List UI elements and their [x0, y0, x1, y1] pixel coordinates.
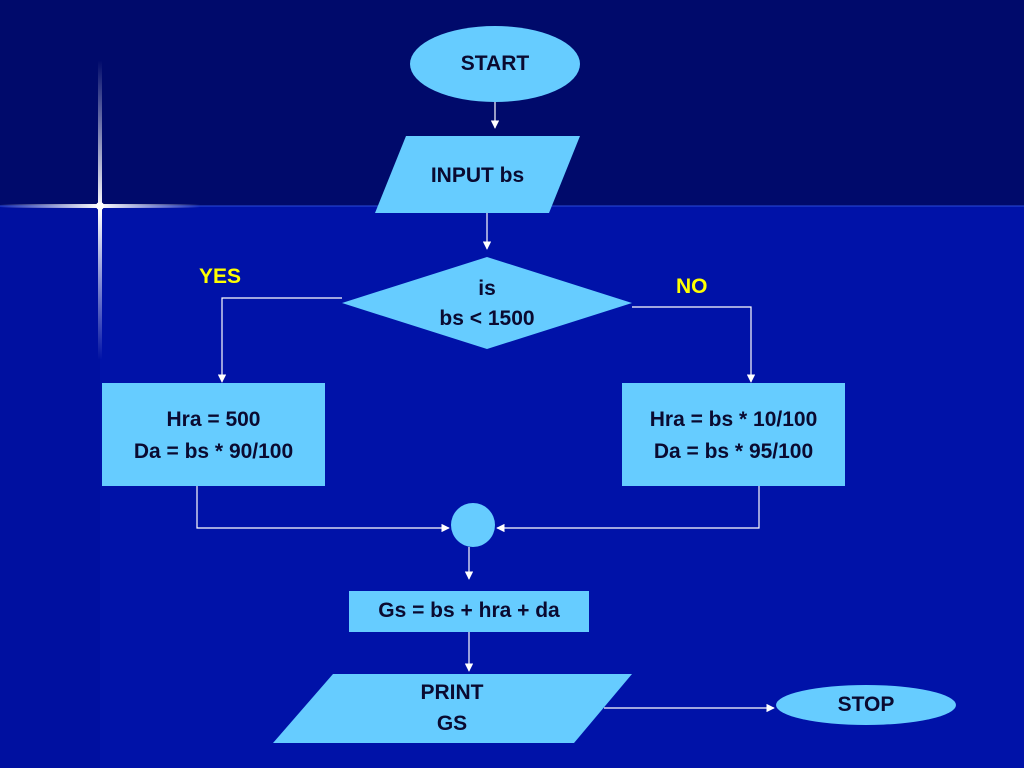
compute-label: Gs = bs + hra + da — [378, 599, 560, 622]
yes-process-box — [102, 383, 325, 486]
no-box-line1: Hra = bs * 10/100 — [649, 408, 818, 431]
input-label: INPUT bs — [430, 164, 525, 187]
print-label-line1: PRINT — [420, 681, 484, 704]
arrow-yes-branch — [217, 297, 342, 383]
start-terminal — [410, 26, 580, 102]
yes-branch-label: YES — [199, 265, 242, 288]
arrow-no-to-connector — [496, 486, 760, 533]
decision-label-line2: bs < 1500 — [439, 307, 535, 330]
no-box-line2: Da = bs * 95/100 — [653, 440, 814, 463]
arrow-yes-to-connector — [196, 486, 450, 533]
yes-box-line1: Hra = 500 — [166, 408, 261, 431]
start-label: START — [460, 52, 530, 75]
yes-box-line2: Da = bs * 90/100 — [133, 440, 294, 463]
decision-label-line1: is — [478, 277, 496, 300]
flare-core — [96, 202, 104, 210]
arrow-no-branch — [632, 306, 756, 383]
input-parallelogram — [375, 136, 580, 213]
background-left-band — [0, 206, 100, 768]
stop-terminal — [776, 685, 956, 725]
print-parallelogram — [273, 674, 632, 743]
stop-label: STOP — [837, 693, 895, 716]
decision-diamond — [342, 257, 632, 349]
no-branch-label: NO — [676, 275, 708, 298]
no-process-box — [622, 383, 845, 486]
compute-box — [349, 591, 589, 632]
print-label-line2: GS — [436, 712, 468, 735]
connector-circle — [451, 503, 495, 547]
